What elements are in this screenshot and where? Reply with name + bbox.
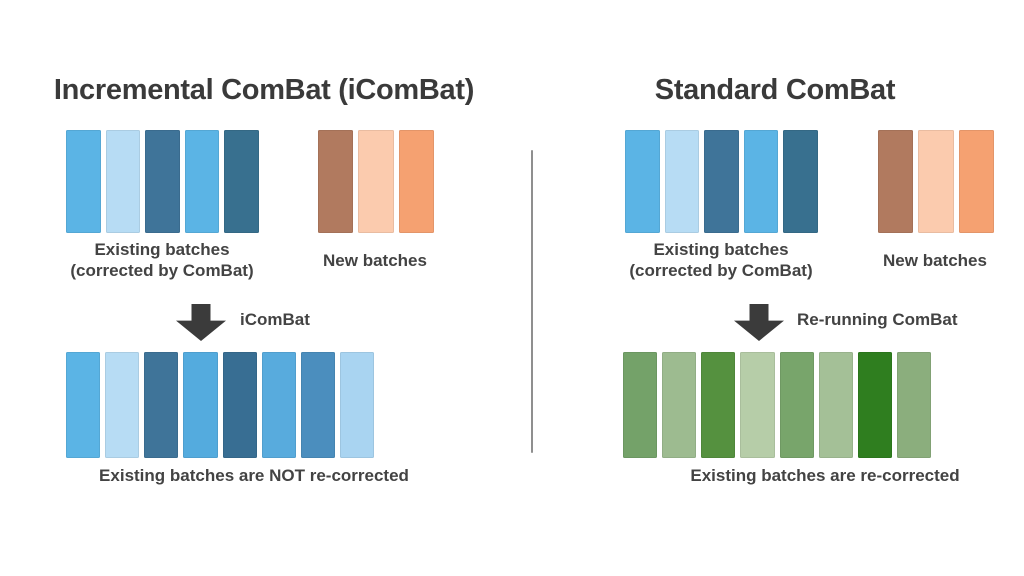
existing-batches-label-line2: (corrected by ComBat) — [629, 261, 813, 280]
arrow-label: iComBat — [240, 310, 310, 329]
result-batches-group — [66, 352, 374, 458]
batch-bar — [224, 130, 259, 233]
panel-icombat: Incremental ComBat (iComBat) Existing ba… — [37, 74, 475, 485]
batch-bar — [184, 130, 220, 233]
existing-batches-group — [625, 130, 818, 233]
batch-bar — [318, 130, 354, 233]
batch-bar — [183, 352, 218, 458]
arrow-label: Re-running ComBat — [797, 310, 958, 329]
new-batches-group — [318, 130, 434, 233]
batch-bar — [300, 352, 335, 458]
batch-bar — [783, 130, 818, 233]
batch-bar — [818, 352, 853, 458]
batch-bar — [358, 130, 394, 233]
batch-bar — [105, 130, 141, 233]
batch-bar — [896, 352, 931, 458]
panel-title: Standard ComBat — [654, 74, 896, 106]
existing-batches-label-line1: Existing batches — [653, 240, 789, 259]
batch-bar — [918, 130, 954, 233]
batch-bar — [66, 352, 101, 458]
new-batches-label: New batches — [323, 251, 427, 270]
batch-bar — [398, 130, 434, 233]
panel-divider — [531, 150, 533, 453]
batch-bar — [662, 352, 697, 458]
down-arrow-icon — [734, 304, 784, 341]
batch-bar — [144, 352, 179, 458]
down-arrow-icon — [176, 304, 226, 341]
batch-bar — [105, 352, 140, 458]
batch-bar — [704, 130, 739, 233]
panel-title: Incremental ComBat (iComBat) — [53, 74, 475, 106]
batch-bar — [625, 130, 660, 233]
batch-bar — [878, 130, 914, 233]
batch-bar — [222, 352, 257, 458]
result-batches-group — [623, 352, 931, 458]
batch-bar — [740, 352, 775, 458]
batch-bar — [664, 130, 700, 233]
existing-batches-label: Existing batches (corrected by ComBat) — [37, 239, 287, 281]
existing-batches-group — [66, 130, 259, 233]
batch-bar — [857, 352, 892, 458]
batch-bar — [145, 130, 180, 233]
batch-bar — [743, 130, 779, 233]
batch-bar — [66, 130, 101, 233]
new-batches-label: New batches — [883, 251, 987, 270]
panel-standard: Standard ComBat Existing batches (correc… — [530, 0, 1024, 576]
new-batches-group — [878, 130, 994, 233]
existing-batches-label: Existing batches (corrected by ComBat) — [596, 239, 846, 281]
result-caption: Existing batches are NOT re-corrected — [99, 466, 409, 485]
batch-bar — [701, 352, 736, 458]
existing-batches-label-line2: (corrected by ComBat) — [70, 261, 254, 280]
batch-bar — [623, 352, 658, 458]
batch-bar — [958, 130, 994, 233]
result-caption: Existing batches are re-corrected — [690, 466, 960, 485]
existing-batches-label-line1: Existing batches — [94, 240, 230, 259]
batch-bar — [779, 352, 814, 458]
batch-bar — [261, 352, 296, 458]
batch-bar — [339, 352, 374, 458]
